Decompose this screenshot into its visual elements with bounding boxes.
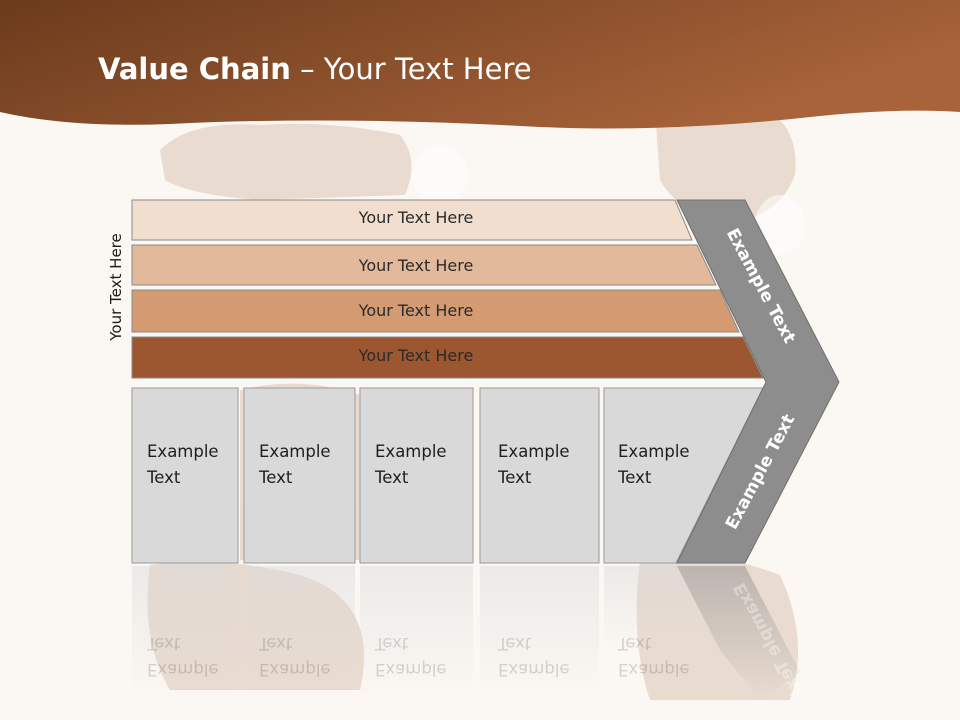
support-bar-3-label: Your Text Here [358, 301, 474, 320]
activity-box-5 [603, 387, 764, 564]
activity-2-reflection-line2: Text [259, 634, 293, 653]
activity-5-reflection-line2: Text [618, 634, 652, 653]
activity-5-reflection-line1: Example [618, 660, 690, 679]
activity-4-line1: Example [498, 442, 570, 461]
activity-box-3 [359, 387, 474, 564]
activity-box-1 [131, 387, 239, 564]
activity-4-reflection: Example Text [498, 630, 588, 682]
activity-5-label: Example Text [618, 439, 708, 491]
reflection [132, 566, 800, 700]
activity-box-2 [243, 387, 356, 564]
header-band [0, 0, 960, 129]
activity-4-label: Example Text [498, 439, 588, 491]
activity-3-label: Example Text [375, 439, 465, 491]
support-bar-2 [131, 244, 717, 286]
activity-1-label: Example Text [147, 439, 237, 491]
support-bar-1 [131, 199, 693, 241]
activity-3-line1: Example [375, 442, 447, 461]
activity-5-reflection: Example Text [618, 630, 708, 682]
support-bar-2-label: Your Text Here [358, 256, 474, 275]
activity-box-4 [479, 387, 600, 564]
activity-2-label: Example Text [259, 439, 349, 491]
activity-3-reflection-line2: Text [375, 634, 409, 653]
activity-1-reflection-line2: Text [147, 634, 181, 653]
support-bar-3 [131, 289, 740, 333]
activity-4-line2: Text [498, 468, 532, 487]
slide-title: Value Chain – Your Text Here [98, 52, 532, 86]
activity-3-line2: Text [375, 468, 409, 487]
margin-chevron [676, 199, 840, 564]
activity-3-reflection-line1: Example [375, 660, 447, 679]
activity-1-reflection-line1: Example [147, 660, 219, 679]
support-bar-4 [131, 336, 764, 379]
support-bar-1-label: Your Text Here [358, 208, 474, 227]
title-rest: – Your Text Here [290, 52, 532, 86]
support-bar-4-label: Your Text Here [358, 346, 474, 365]
title-bold: Value Chain [98, 52, 291, 86]
activity-5-line1: Example [618, 442, 690, 461]
activity-2-line1: Example [259, 442, 331, 461]
activity-1-reflection: Example Text [147, 630, 237, 682]
activity-1-line2: Text [147, 468, 181, 487]
activity-4-reflection-line1: Example [498, 660, 570, 679]
activity-2-reflection: Example Text [259, 630, 349, 682]
activity-2-line2: Text [259, 468, 293, 487]
activity-3-reflection: Example Text [375, 630, 465, 682]
activity-4-reflection-line2: Text [498, 634, 532, 653]
activity-5-line2: Text [618, 468, 652, 487]
activity-1-line1: Example [147, 442, 219, 461]
activity-2-reflection-line1: Example [259, 660, 331, 679]
